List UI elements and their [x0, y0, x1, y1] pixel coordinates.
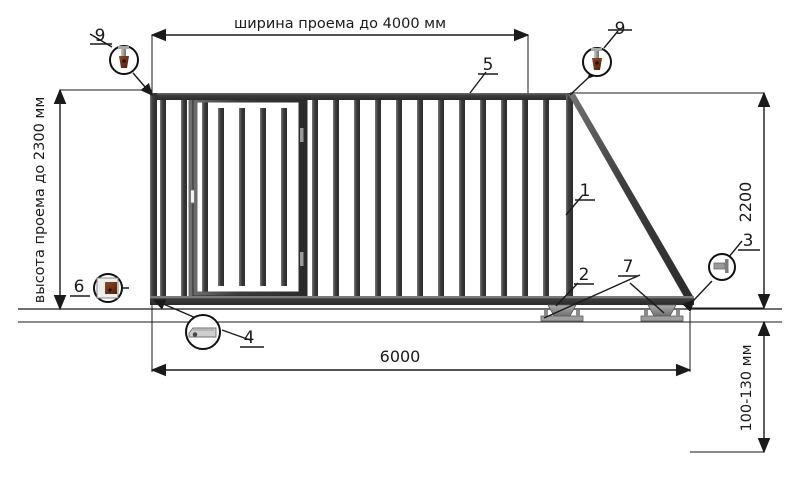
diagonal-brace [568, 94, 694, 302]
ground-clearance-label: 100-130 мм [739, 344, 755, 431]
callout-bubble-9-left: 9 [90, 26, 139, 75]
callout-number-9-right: 9 [615, 19, 626, 39]
bottom-guide-rail [150, 296, 694, 305]
catcher-part-icon [591, 48, 602, 70]
dimension-opening-height: высота проема до 2300 мм [32, 88, 67, 311]
callout-bubble-4: 4 [185, 314, 264, 350]
door-hinge-top-icon [300, 128, 304, 142]
dimension-gate-length: 6000 [150, 347, 692, 377]
gate-height-label: 2200 [736, 182, 755, 223]
callout-bubble-9-right: 9 [582, 19, 632, 77]
opening-height-label: высота проема до 2300 мм [32, 97, 48, 304]
top-rail [150, 93, 570, 100]
door-handle-icon [190, 189, 195, 204]
callout-number-4: 4 [244, 328, 255, 348]
callout-number-1-group: 1 [575, 181, 595, 201]
gate-leaf [150, 93, 694, 305]
callout-number-2: 2 [579, 265, 590, 285]
callout-number-3: 3 [743, 231, 754, 251]
bottom-rail-highlight [150, 296, 694, 299]
roller-bearing-icon [188, 327, 217, 338]
callout-number-5-group: 5 [478, 55, 498, 75]
door-hinge-bottom-icon [300, 252, 304, 266]
callout-number-7-group: 7 [618, 257, 638, 277]
picket-group [160, 96, 549, 296]
callout-number-9-left: 9 [95, 26, 106, 46]
callout-number-6: 6 [74, 277, 85, 297]
dimension-gate-height: 2200 [736, 91, 771, 310]
callout-number-7: 7 [623, 257, 634, 277]
callout-bubble-6: 6 [70, 273, 123, 303]
left-post [150, 93, 157, 303]
callout-number-1: 1 [580, 181, 591, 201]
catcher-part-icon [118, 46, 129, 68]
dimension-opening-width: ширина проема до 4000 мм [150, 16, 530, 42]
opening-width-label: ширина проема до 4000 мм [234, 16, 446, 32]
dimension-ground-clearance: 100-130 мм [739, 320, 771, 454]
callout-number-2-group: 2 [574, 265, 594, 285]
right-post [566, 93, 573, 303]
callout-number-5: 5 [483, 55, 494, 75]
gate-length-label: 6000 [380, 347, 421, 366]
callout-bubble-3: 3 [708, 231, 760, 281]
end-roller-icon [713, 259, 729, 273]
